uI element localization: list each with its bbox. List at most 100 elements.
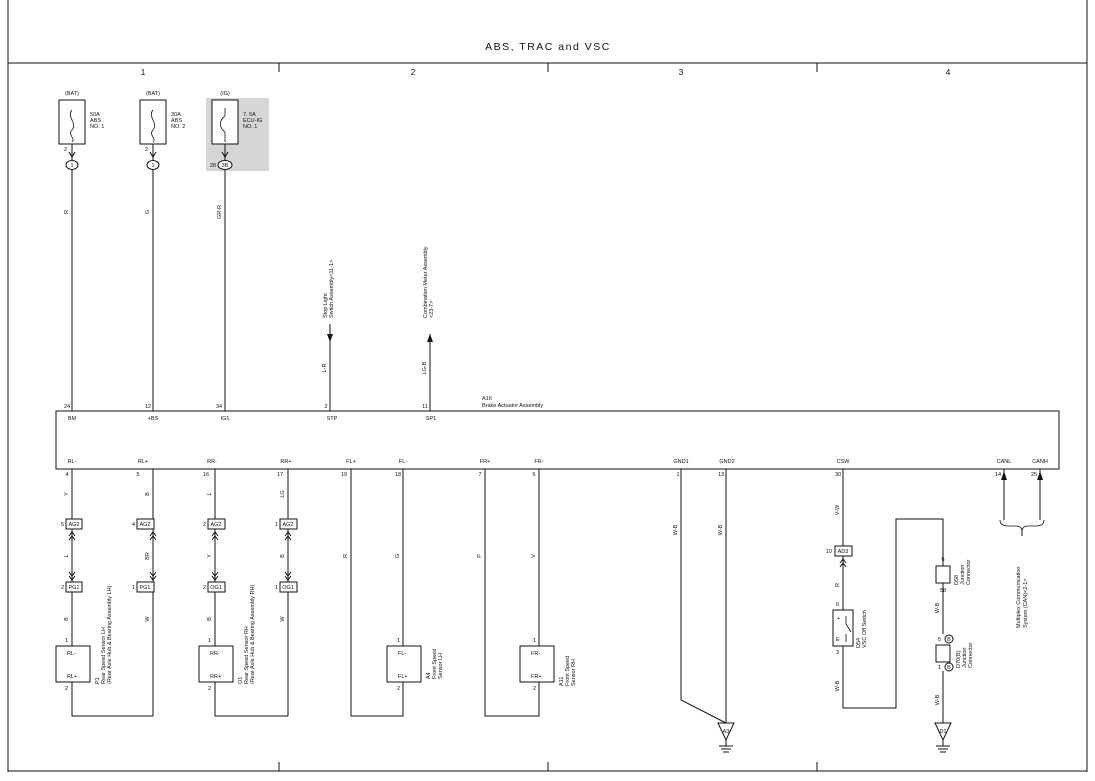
actuator-top-pins: 24 BM 12 +BS 34 IG1 2 STP 11 SP1 xyxy=(64,404,436,422)
junction-box xyxy=(935,565,951,584)
component-id: A4 xyxy=(426,672,432,679)
pin-name: GND1 xyxy=(673,459,688,465)
component-id: D70(B) xyxy=(956,650,962,668)
pin-number: 1 xyxy=(65,638,68,644)
rear-speed-sensor-rh: 1 RR- RR+ 2 O1 Rear Speed Sensor RH (Rea… xyxy=(198,584,256,692)
pin-number: 2 xyxy=(324,404,327,410)
connector-name: 1 xyxy=(151,163,154,169)
wire-color: BR xyxy=(145,552,151,560)
fuse-name: NO. 1 xyxy=(243,124,257,130)
fuse-name: ABS xyxy=(90,118,101,124)
pin-number: 1 xyxy=(533,638,536,644)
wire-color: W-B xyxy=(935,694,941,705)
pin-number: 4 xyxy=(132,522,135,528)
connector-oval xyxy=(65,160,79,170)
pin-name: GND2 xyxy=(719,459,734,465)
component-label: Rear Speed Sensor LH xyxy=(101,627,107,684)
sensor-pin: FR- xyxy=(531,651,540,657)
junction-box xyxy=(935,644,951,663)
column-label-1: 1 xyxy=(141,67,146,77)
pin-name: RR+ xyxy=(280,459,291,465)
ground-triangle xyxy=(717,722,735,742)
pin-number: 2 xyxy=(397,686,400,692)
supply-wires: R G GR-R xyxy=(64,170,226,411)
component-id: D54 xyxy=(856,638,862,648)
pin-name: RR- xyxy=(207,459,217,465)
wire-color: B xyxy=(64,617,70,621)
connector-ag2: 2 AG2 xyxy=(203,518,226,530)
fuse-name: 50A xyxy=(90,112,100,118)
component-id: O1 xyxy=(238,677,244,684)
fuse-source: (BAT) xyxy=(146,91,160,97)
fuse-name: NO. 2 xyxy=(171,124,185,130)
wire-color: W-B xyxy=(835,680,841,691)
pin-number: 4 xyxy=(65,472,68,478)
switch-icon xyxy=(845,616,852,642)
component-label: <23-7> xyxy=(429,301,435,318)
component-label: (Rear Axle Hub & Bearing Assembly LH) xyxy=(107,585,113,684)
can-bus: Multiplex Communication System (CAN)<2-1… xyxy=(999,469,1045,628)
chevron-up-icon xyxy=(284,531,292,541)
pin-number: 13 xyxy=(718,472,724,478)
pin-name: IG1 xyxy=(221,416,230,422)
component-label: Connector xyxy=(966,559,972,585)
connector-pg1: 2 PG1 xyxy=(61,581,83,593)
connector-circle xyxy=(944,634,954,644)
pin-number: 2 xyxy=(65,686,68,692)
column-label-4: 4 xyxy=(946,67,951,77)
connector-pg1: 1 PG1 xyxy=(132,581,155,593)
pin-name: CANL xyxy=(997,459,1012,465)
pin-number: 1 xyxy=(397,638,400,644)
sensor-pin: RL- xyxy=(67,651,76,657)
pin-number: 3 xyxy=(836,650,839,656)
combination-meter-output: Combination Meter Assembly <23-7> LG-B xyxy=(422,246,435,411)
fuse-name: NO. 1 xyxy=(90,124,104,130)
pin-number: 1 xyxy=(676,472,679,478)
rear-speed-sensor-lh: 1 RL- RL+ 2 P1 Rear Speed Sensor LH (Rea… xyxy=(55,585,113,692)
component-label: Rear Speed Sensor RH xyxy=(244,626,250,684)
ground-id: D1 xyxy=(939,729,946,735)
pin-number: 10 xyxy=(826,549,832,555)
component-name: VSC Off Switch xyxy=(862,610,868,648)
pin-number: 2 xyxy=(64,147,67,153)
pin-number: 30 xyxy=(835,472,841,478)
can-brace xyxy=(999,519,1045,533)
chevron-down-icon xyxy=(211,571,219,581)
component-label: Junction xyxy=(962,648,968,669)
connector-name: AD3 xyxy=(838,549,849,555)
junction-d58: 6 58 D58 Junction Connector xyxy=(935,557,972,594)
frame xyxy=(7,0,1088,772)
pin-number: 25 xyxy=(1031,472,1037,478)
component-label: Front Speed xyxy=(432,649,438,679)
component-name: Brake Actuator Assembly xyxy=(482,403,543,409)
component-label: Front Speed xyxy=(565,656,571,686)
pin-number: 1 xyxy=(275,585,278,591)
connector-og1: 1 OG1 xyxy=(275,581,298,593)
pin-number: 1 xyxy=(275,522,278,528)
chevron-up-icon xyxy=(211,531,219,541)
ground-d1-circuit: W-B D1 xyxy=(934,671,952,753)
arrow-up-icon xyxy=(1037,471,1043,480)
connector-name: AG2 xyxy=(139,522,150,528)
ground-icon xyxy=(936,745,950,753)
pin-number: 6 xyxy=(532,472,535,478)
fuse-name: ABS xyxy=(171,118,182,124)
pin-name: CANH xyxy=(1032,459,1048,465)
component-label: Sensor RH xyxy=(571,659,577,686)
brake-actuator-assembly: A16 Brake Actuator Assembly xyxy=(55,396,1060,470)
wire-color: V xyxy=(531,554,537,558)
front-sensor-wiring: R G P V xyxy=(343,469,540,717)
wire-color: B xyxy=(280,554,286,558)
connector-letter: B xyxy=(947,665,951,671)
wire-color: Y xyxy=(64,492,70,496)
connector-ag2: 5 AG2 xyxy=(61,518,83,530)
fuse-name: 30A xyxy=(171,112,181,118)
pin-number: 17 xyxy=(277,472,283,478)
component-label: (Rear Axle Hub & Bearing Assembly RH) xyxy=(250,584,256,684)
connector-name: 3B xyxy=(222,163,229,169)
sensor-box xyxy=(386,645,422,683)
pin-number: 24 xyxy=(64,404,70,410)
sensor-pin: FR+ xyxy=(531,674,542,680)
pg1-og1-connectors: 2 PG1 1 PG1 2 OG1 1 OG1 xyxy=(61,581,298,593)
